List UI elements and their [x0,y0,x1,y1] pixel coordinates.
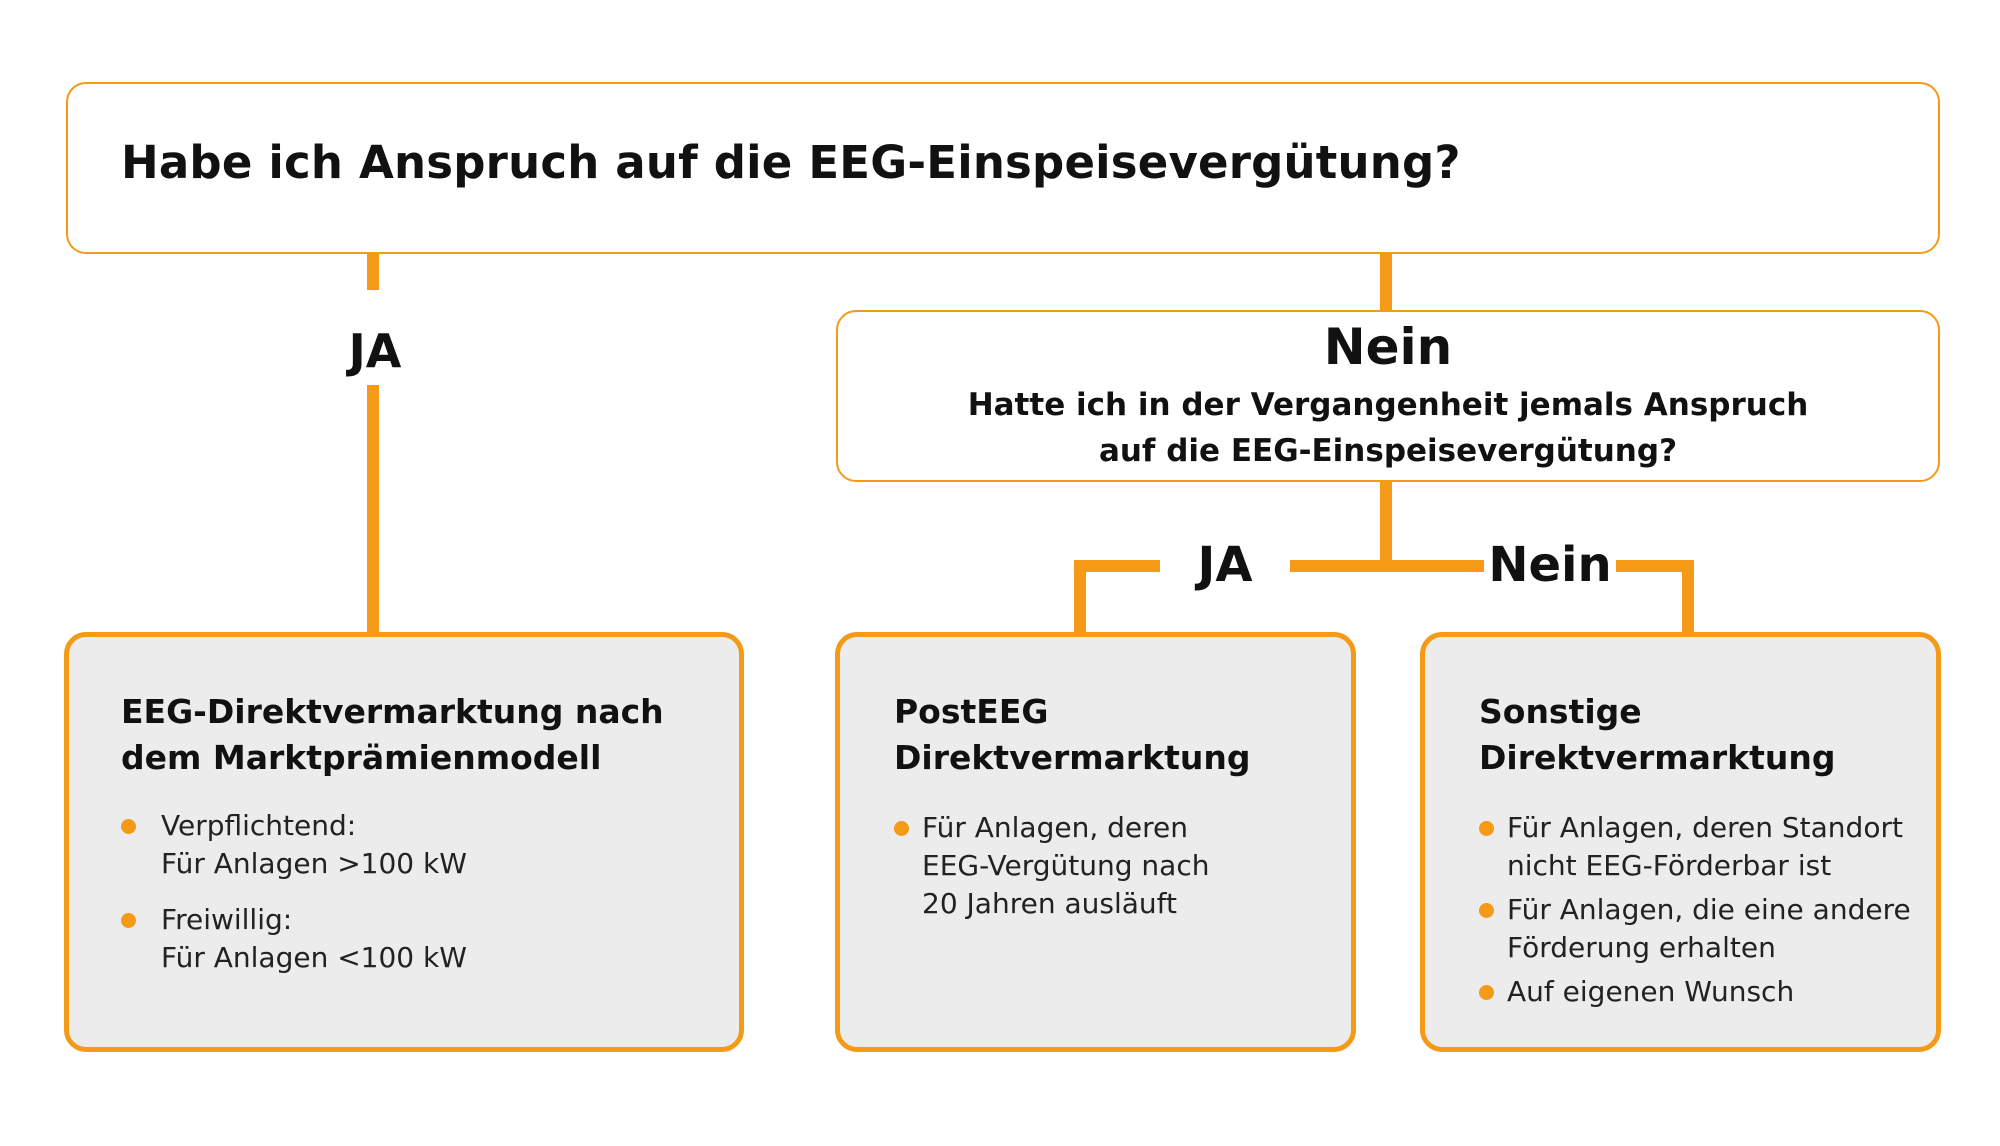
branch-label-second-yes: JA [1160,530,1290,600]
result-title-line: EEG-Direktvermarktung nach [121,692,664,731]
bullet-item: Freiwillig: Für Anlagen <100 kW [121,901,467,977]
bullet-item: Für Anlagen, deren Standort nicht EEG-Fö… [1479,809,1911,885]
bullet-item: Für Anlagen, deren EEG-Vergütung nach 20… [894,809,1209,923]
result-box-eeg-direktvermarktung: EEG-Direktvermarktung nach dem Marktpräm… [64,632,744,1052]
bullet-line: nicht EEG-Förderbar ist [1507,849,1832,882]
bullet-line: Für Anlagen, die eine andere [1507,893,1911,926]
bullet-item: Verpflichtend: Für Anlagen >100 kW [121,807,467,883]
result-bullet-list: Für Anlagen, deren EEG-Vergütung nach 20… [894,809,1209,929]
second-question-line: Hatte ich in der Vergangenheit jemals An… [967,387,1809,423]
connector-second-yes [1074,560,1160,656]
bullet-dot-icon [1479,985,1494,1000]
result-title-line: dem Marktprämienmodell [121,738,602,777]
bullet-item: Für Anlagen, die eine andere Förderung e… [1479,891,1911,967]
bullet-line: Verpflichtend: [161,809,357,842]
result-title-line: Direktvermarktung [894,738,1251,777]
bullet-item: Auf eigenen Wunsch [1479,973,1911,1011]
bullet-line: Freiwillig: [161,903,293,936]
branch-label-second-no: Nein [1484,530,1616,600]
result-title-line: PostEEG [894,692,1049,731]
second-question-heading: Nein [1323,318,1453,376]
bullet-dot-icon [121,819,136,834]
result-title: PostEEG Direktvermarktung [894,689,1251,781]
bullet-dot-icon [1479,821,1494,836]
result-box-posteeg: PostEEG Direktvermarktung Für Anlagen, d… [835,632,1356,1052]
bullet-dot-icon [121,913,136,928]
second-question-box: Nein Hatte ich in der Vergangenheit jema… [836,310,1940,482]
bullet-dot-icon [1479,903,1494,918]
bullet-line: Auf eigenen Wunsch [1507,975,1795,1008]
result-box-sonstige: Sonstige Direktvermarktung Für Anlagen, … [1420,632,1941,1052]
main-question-box: Habe ich Anspruch auf die EEG-Einspeisev… [66,82,1940,254]
second-question-line: auf die EEG-Einspeisevergütung? [1098,433,1678,469]
bullet-line: Für Anlagen <100 kW [161,941,467,974]
bullet-line: Für Anlagen, deren [922,811,1188,844]
bullet-line: Für Anlagen, deren Standort [1507,811,1903,844]
result-bullet-list: Verpflichtend: Für Anlagen >100 kW Freiw… [121,807,467,995]
result-title-line: Direktvermarktung [1479,738,1836,777]
bullet-line: 20 Jahren ausläuft [922,887,1177,920]
result-bullet-list: Für Anlagen, deren Standort nicht EEG-Fö… [1479,809,1911,1017]
second-question-text: Hatte ich in der Vergangenheit jemals An… [838,382,1938,474]
bullet-line: EEG-Vergütung nach [922,849,1210,882]
result-title: Sonstige Direktvermarktung [1479,689,1836,781]
branch-label-yes: JA [320,318,430,384]
result-title-line: Sonstige [1479,692,1642,731]
connector-second-no [1616,560,1694,656]
bullet-dot-icon [894,821,909,836]
bullet-line: Förderung erhalten [1507,931,1776,964]
result-title: EEG-Direktvermarktung nach dem Marktpräm… [121,689,664,781]
bullet-line: Für Anlagen >100 kW [161,847,467,880]
main-question-text: Habe ich Anspruch auf die EEG-Einspeisev… [121,136,1461,189]
